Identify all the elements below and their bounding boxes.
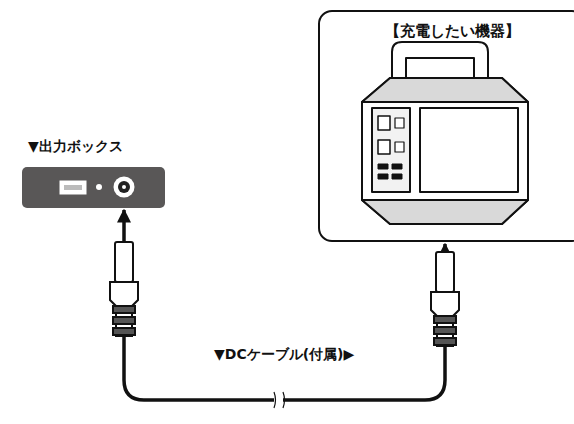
heading: 【充電したい機器】	[320, 22, 574, 40]
dc-cable	[124, 210, 445, 400]
output-box: ▼出力ボックス	[22, 167, 165, 208]
dc-plug	[110, 242, 138, 336]
heading: ▼出力ボックス	[28, 138, 123, 155]
output-box-body	[22, 167, 165, 208]
cable-label: ▼DCケーブル(付属)▶	[212, 346, 356, 363]
device-frame: 【充電したい機器】	[318, 10, 574, 242]
power-station	[362, 42, 528, 224]
dc-plug	[431, 252, 459, 346]
cable-break	[274, 392, 285, 408]
